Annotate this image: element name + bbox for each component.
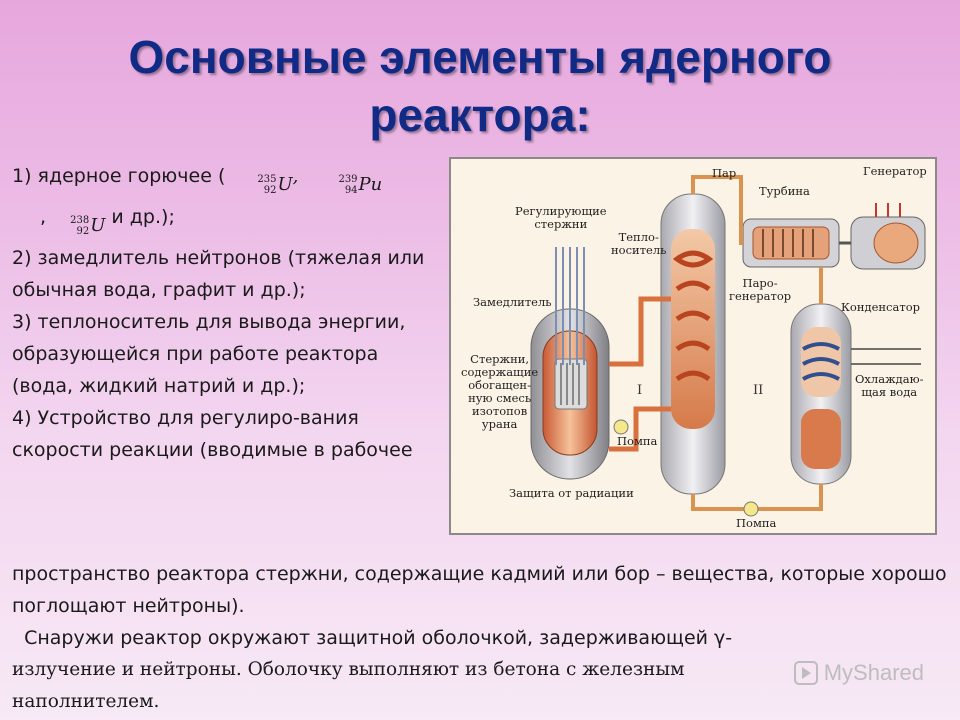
label-condenser: Конденсатор [841,300,920,314]
reactor-diagram: Пар Турбина Генератор Регулирующие стерж… [449,157,937,535]
play-icon [793,661,818,685]
label-fuel-rods: Стержни, содержащие обогащен- ную смесь … [461,352,539,431]
item-2: 2) замедлитель нейтронов (тяжелая или об… [12,247,425,301]
steam-pipe [691,175,743,245]
label-pump-1: Помпа [617,434,658,448]
label-control-rods: Регулирующие стержни [515,204,607,231]
generator [839,203,926,270]
cooling-water-lines [851,348,921,365]
watermark: MyShared [793,660,924,686]
label-coolant: Тепло- носитель [611,230,667,257]
page-title: Основные элементы ядерного реактора: [0,28,960,144]
bottom-text: пространство реактора стержни, содержащи… [12,558,952,718]
item-4: 4) Устройство для регулиро-вания скорост… [12,407,413,461]
title-line-1: Основные элементы ядерного [128,31,832,83]
shielding-line-2: излучение и нейтроны. Оболочку выполняют… [12,659,685,680]
continuation-text: пространство реактора стержни, содержащи… [12,563,947,617]
label-circuit-1: I [637,383,643,398]
pump-1-icon [613,419,629,435]
label-generator: Генератор [863,164,927,178]
label-steam-generator: Паро- генератор [729,276,792,303]
reactor-diagram-graphic [530,175,926,517]
label-radiation-shield: Защита от радиации [509,486,634,500]
label-circuit-2: II [753,383,764,398]
shielding-line-1: Снаружи реактор окружают защитной оболоч… [12,627,733,649]
watermark-text: MyShared [823,660,924,685]
label-steam: Пар [712,166,737,180]
label-cooling-water: Охлаждаю- щая вода [855,372,924,399]
title-line-2: реактора: [369,89,591,141]
label-moderator: Замедлитель [473,295,552,309]
condenser [790,303,852,485]
steam-generator-vessel [660,193,726,495]
control-rods [555,247,585,365]
primary-loop [609,296,671,452]
shielding-line-3: наполнителем. [12,691,160,712]
label-turbine: Турбина [759,184,810,198]
turbine [742,218,840,268]
item-3: 3) теплоноситель для вывода энергии, обр… [12,311,406,397]
label-pump-2: Помпа [736,516,777,530]
reactor-vessel [530,308,610,480]
pump-2-icon [743,501,759,517]
